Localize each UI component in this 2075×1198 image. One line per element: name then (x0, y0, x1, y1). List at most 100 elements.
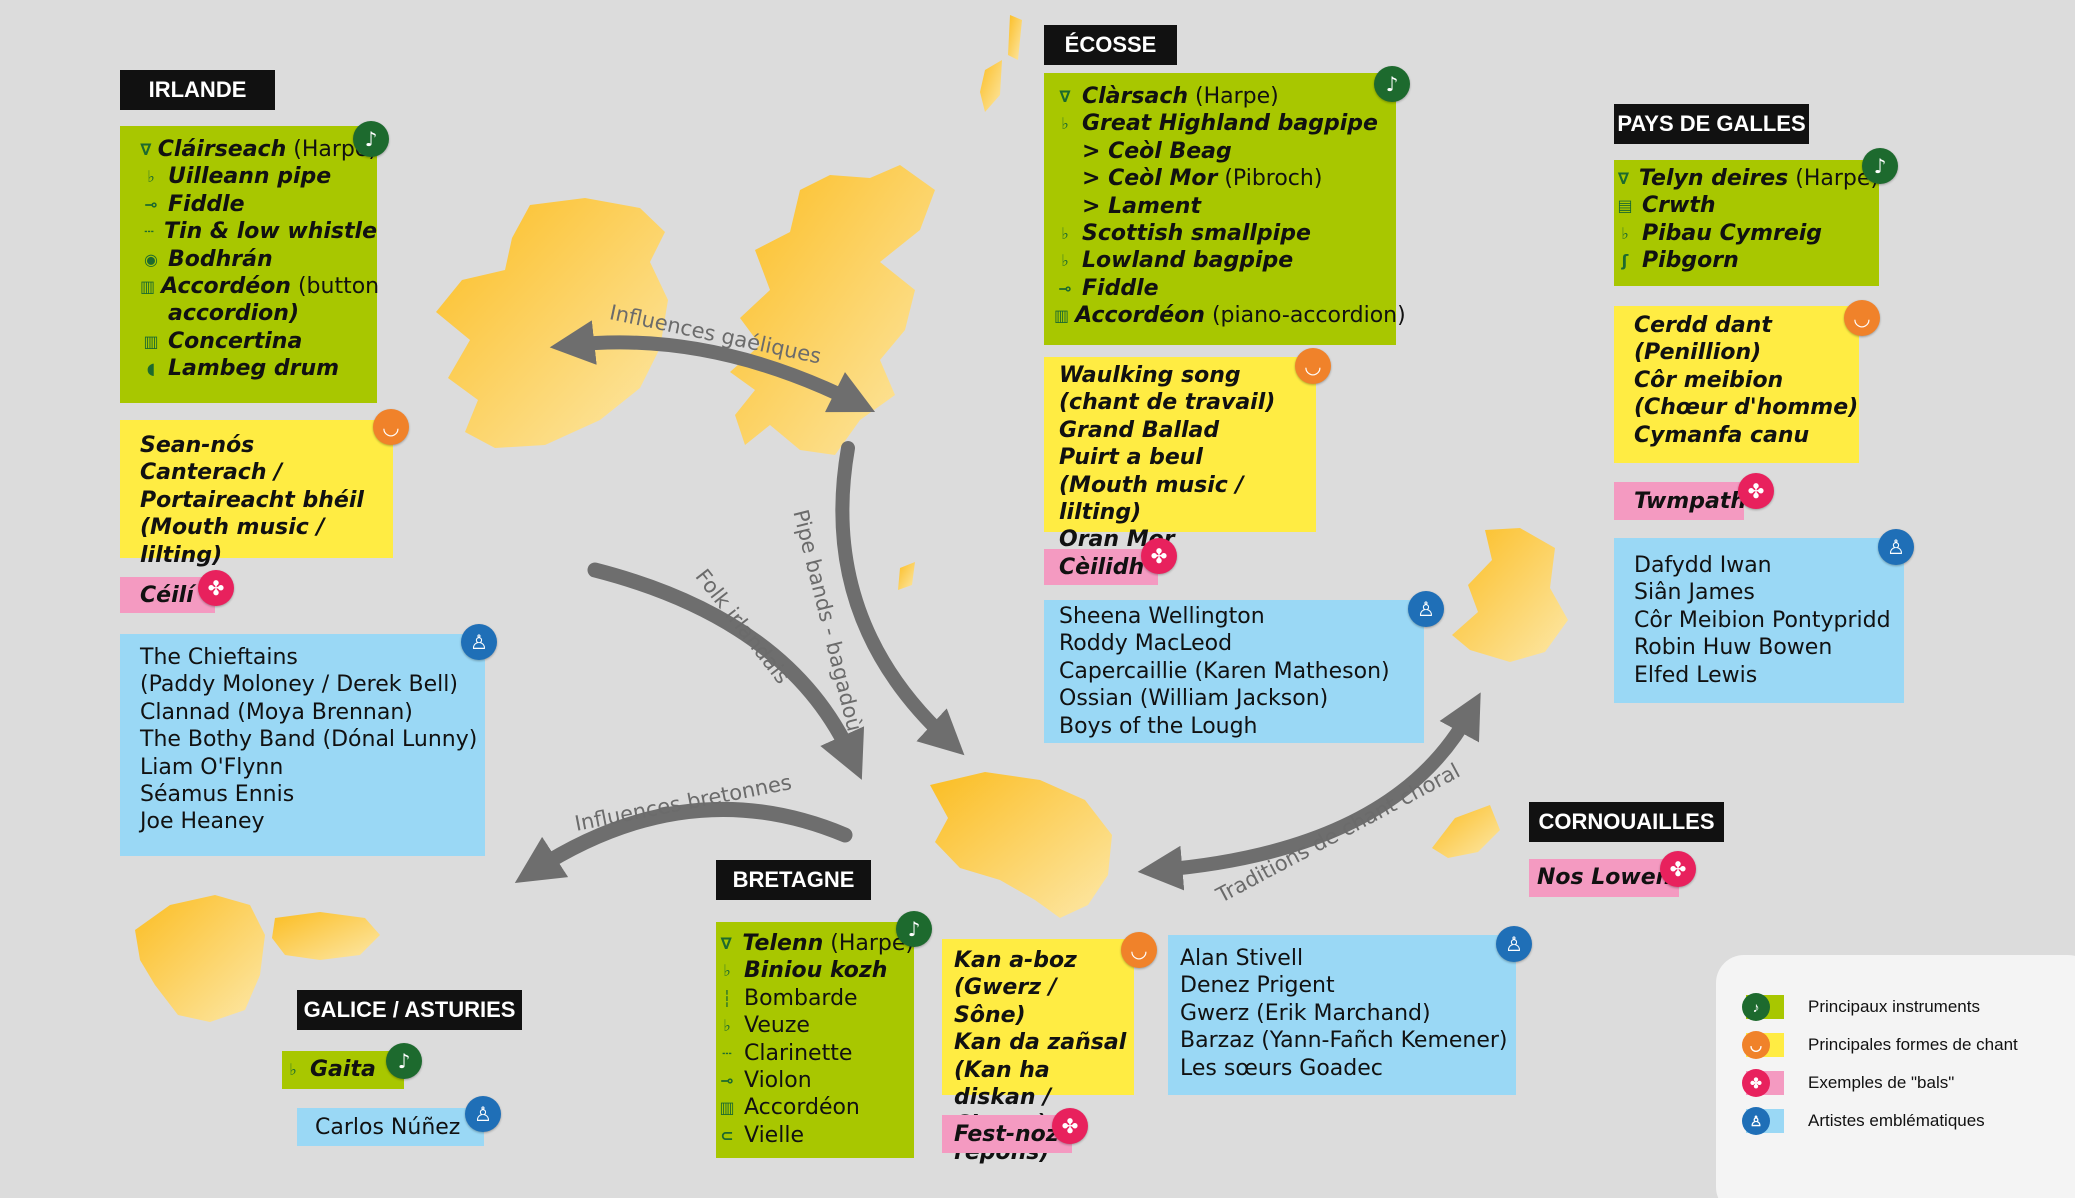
chant-line: Grand Ballad (1059, 417, 1220, 443)
irlande-artistes-box: The Chieftains (Paddy Moloney / Derek Be… (120, 634, 485, 856)
concertina-icon: ▥ (143, 331, 159, 351)
ecosse-chant-box: Waulking song (chant de travail) Grand B… (1044, 357, 1316, 552)
instrument-name: Uilleann pipe (168, 164, 332, 190)
instrument-row: ⊸Fiddle (140, 191, 377, 218)
region-title-ecosse: ÉCOSSE (1044, 25, 1177, 65)
instrument-name: Veuze (744, 1013, 810, 1039)
artist-name: Alan Stivell (1180, 946, 1304, 971)
instrument-name: Bodhrán (168, 246, 273, 272)
instrument-name: Accordéon (744, 1095, 860, 1121)
artist-name: Dafydd Iwan (1634, 553, 1772, 578)
instruments-icon: ♪ (1862, 148, 1898, 184)
instrument-note: (Harpe) (1188, 84, 1279, 109)
ecosse-bal-box: Cèilidh (1044, 549, 1158, 585)
irlande-instruments-box: ∇Cláirseach (Harpe)♭Uilleann pipe⊸Fiddle… (120, 126, 380, 403)
harp-icon: ∇ (1059, 87, 1071, 106)
instrument-row: > Ceòl Beag (1054, 138, 1396, 165)
instrument-row: ♭Scottish smallpipe (1054, 220, 1396, 247)
vielle-icon: ⊂ (720, 1125, 734, 1145)
bal-name: Fest-noz (954, 1122, 1059, 1147)
instruments-icon: ♪ (896, 911, 932, 947)
dancers-icon: ✤ (1052, 1108, 1088, 1144)
arrow-influences-bretonnes (514, 802, 853, 884)
cornwall-landmass (1432, 805, 1500, 858)
chant-line: Cymanfa canu (1634, 422, 1810, 448)
bagpipe-icon: ♭ (289, 1060, 297, 1079)
dancers-icon: ✤ (1742, 1069, 1770, 1097)
bretagne-bal-box: Fest-noz (942, 1115, 1072, 1153)
instrument-name: Telenn (742, 931, 824, 956)
instrument-row: ∇Telenn (Harpe) (716, 930, 914, 957)
instrument-name: Scottish smallpipe (1082, 221, 1311, 247)
dancers-icon: ✤ (1141, 538, 1177, 574)
instrument-name: Accordéon (161, 274, 291, 300)
instrument-row: > Ceòl Mor (Pibroch) (1054, 165, 1396, 192)
accordion-icon: ▥ (140, 277, 156, 297)
region-title-cornouailles: CORNOUAILLES (1529, 802, 1724, 842)
lips-icon: ◡ (1742, 1031, 1770, 1059)
harp-icon: ∇ (1617, 169, 1630, 188)
legend-label: Principales formes de chant (1808, 1035, 2018, 1054)
artist-icon: ♙ (1878, 529, 1914, 565)
instrument-row: ┆Bombarde (716, 985, 914, 1012)
bal-name: Céilí (140, 583, 194, 608)
artist-name: Elfed Lewis (1634, 662, 1758, 688)
chant-line: Kan a-boz (954, 948, 1077, 973)
legend-item-bals: ✤ Exemples de "bals" (1742, 1069, 1954, 1097)
instrument-name: Biniou kozh (744, 958, 888, 984)
chant-line: Kan da zañsal (954, 1030, 1127, 1056)
instrument-name: Lambeg drum (168, 356, 340, 382)
region-title-galles: PAYS DE GALLES (1614, 104, 1809, 144)
instrument-name: Fiddle (168, 191, 245, 217)
chant-line: (Chœur d'homme) (1634, 395, 1859, 421)
ecosse-artistes-box: Sheena Wellington Roddy MacLeod Capercai… (1044, 600, 1424, 743)
instrument-row: ▥Accordéon (716, 1094, 914, 1121)
instrument-row: ∇Cláirseach (Harpe) (140, 136, 377, 163)
artist-name: Carlos Núñez (315, 1115, 461, 1140)
lips-icon: ◡ (1844, 300, 1880, 336)
drum-icon: ◉ (144, 249, 158, 269)
artist-name: Ossian (William Jackson) (1059, 686, 1329, 712)
irlande-chant-box: Sean-nós Canterach / Portaireacht bhéil … (120, 420, 393, 568)
instrument-row: ♭ Biniou kozh (716, 957, 914, 984)
bretagne-artistes-box: Alan Stivell Denez Prigent Gwerz (Erik M… (1168, 935, 1516, 1095)
fiddle-icon: ⊸ (1058, 278, 1072, 298)
instrument-row: ▤Crwth (1614, 192, 1879, 219)
bagpipe-icon: ♭ (723, 1016, 731, 1036)
instrument-note: (piano-accordion) (1204, 303, 1406, 329)
instrument-row: ⊂Vielle (716, 1122, 914, 1149)
galles-instruments-box: ∇Telyn deires (Harpe)▤Crwth♭Pibau Cymrei… (1614, 160, 1879, 286)
bagpipe-icon: ♭ (723, 961, 731, 981)
legend-item-instruments: ♪ Principaux instruments (1742, 993, 1980, 1021)
chant-line: Cerdd dant (1634, 313, 1772, 338)
asturias-landmass (272, 912, 380, 960)
artist-name: Roddy MacLeod (1059, 631, 1233, 657)
chant-line: (Penillion) (1634, 340, 1762, 366)
artist-name: Denez Prigent (1180, 973, 1335, 999)
instruments-icon: ♪ (386, 1043, 422, 1079)
instrument-name: Pibgorn (1642, 248, 1739, 274)
bombarde-icon: ┆ (722, 988, 732, 1008)
instrument-row: ▥Accordéon (piano-accordion) (1054, 302, 1406, 329)
artist-name: Joe Heaney (140, 809, 265, 835)
galicia-landmass (135, 895, 265, 1022)
instrument-name: Fiddle (1082, 275, 1159, 301)
instrument-row: ┄Tin & low whistle (140, 218, 377, 245)
cornouailles-bal-box: Nos Lowen (1529, 859, 1679, 897)
instrument-row: ♭Lowland bagpipe (1054, 247, 1396, 274)
instrument-note: (button (290, 274, 380, 300)
instrument-row: ⊸Violon (716, 1067, 914, 1094)
arrow-folk-irlandais (587, 562, 865, 780)
instrument-row: ♭Pibau Cymreig (1614, 220, 1879, 247)
bretagne-chant-box: Kan a-boz (Gwerz / Sône) Kan da zañsal (… (942, 939, 1134, 1165)
dancers-icon: ✤ (1660, 851, 1696, 887)
instrument-row: > Lament (1054, 193, 1396, 220)
artist-name: Séamus Ennis (140, 782, 295, 808)
crwth-icon: ▤ (1617, 196, 1633, 216)
lips-icon: ◡ (1121, 932, 1157, 968)
artist-name: The Bothy Band (Dónal Lunny) (140, 727, 478, 753)
chant-line: (Mouth music / lilting) (1059, 472, 1244, 526)
instrument-name: Telyn deires (1638, 166, 1789, 191)
instrument-row: ┄Clarinette (716, 1040, 914, 1067)
